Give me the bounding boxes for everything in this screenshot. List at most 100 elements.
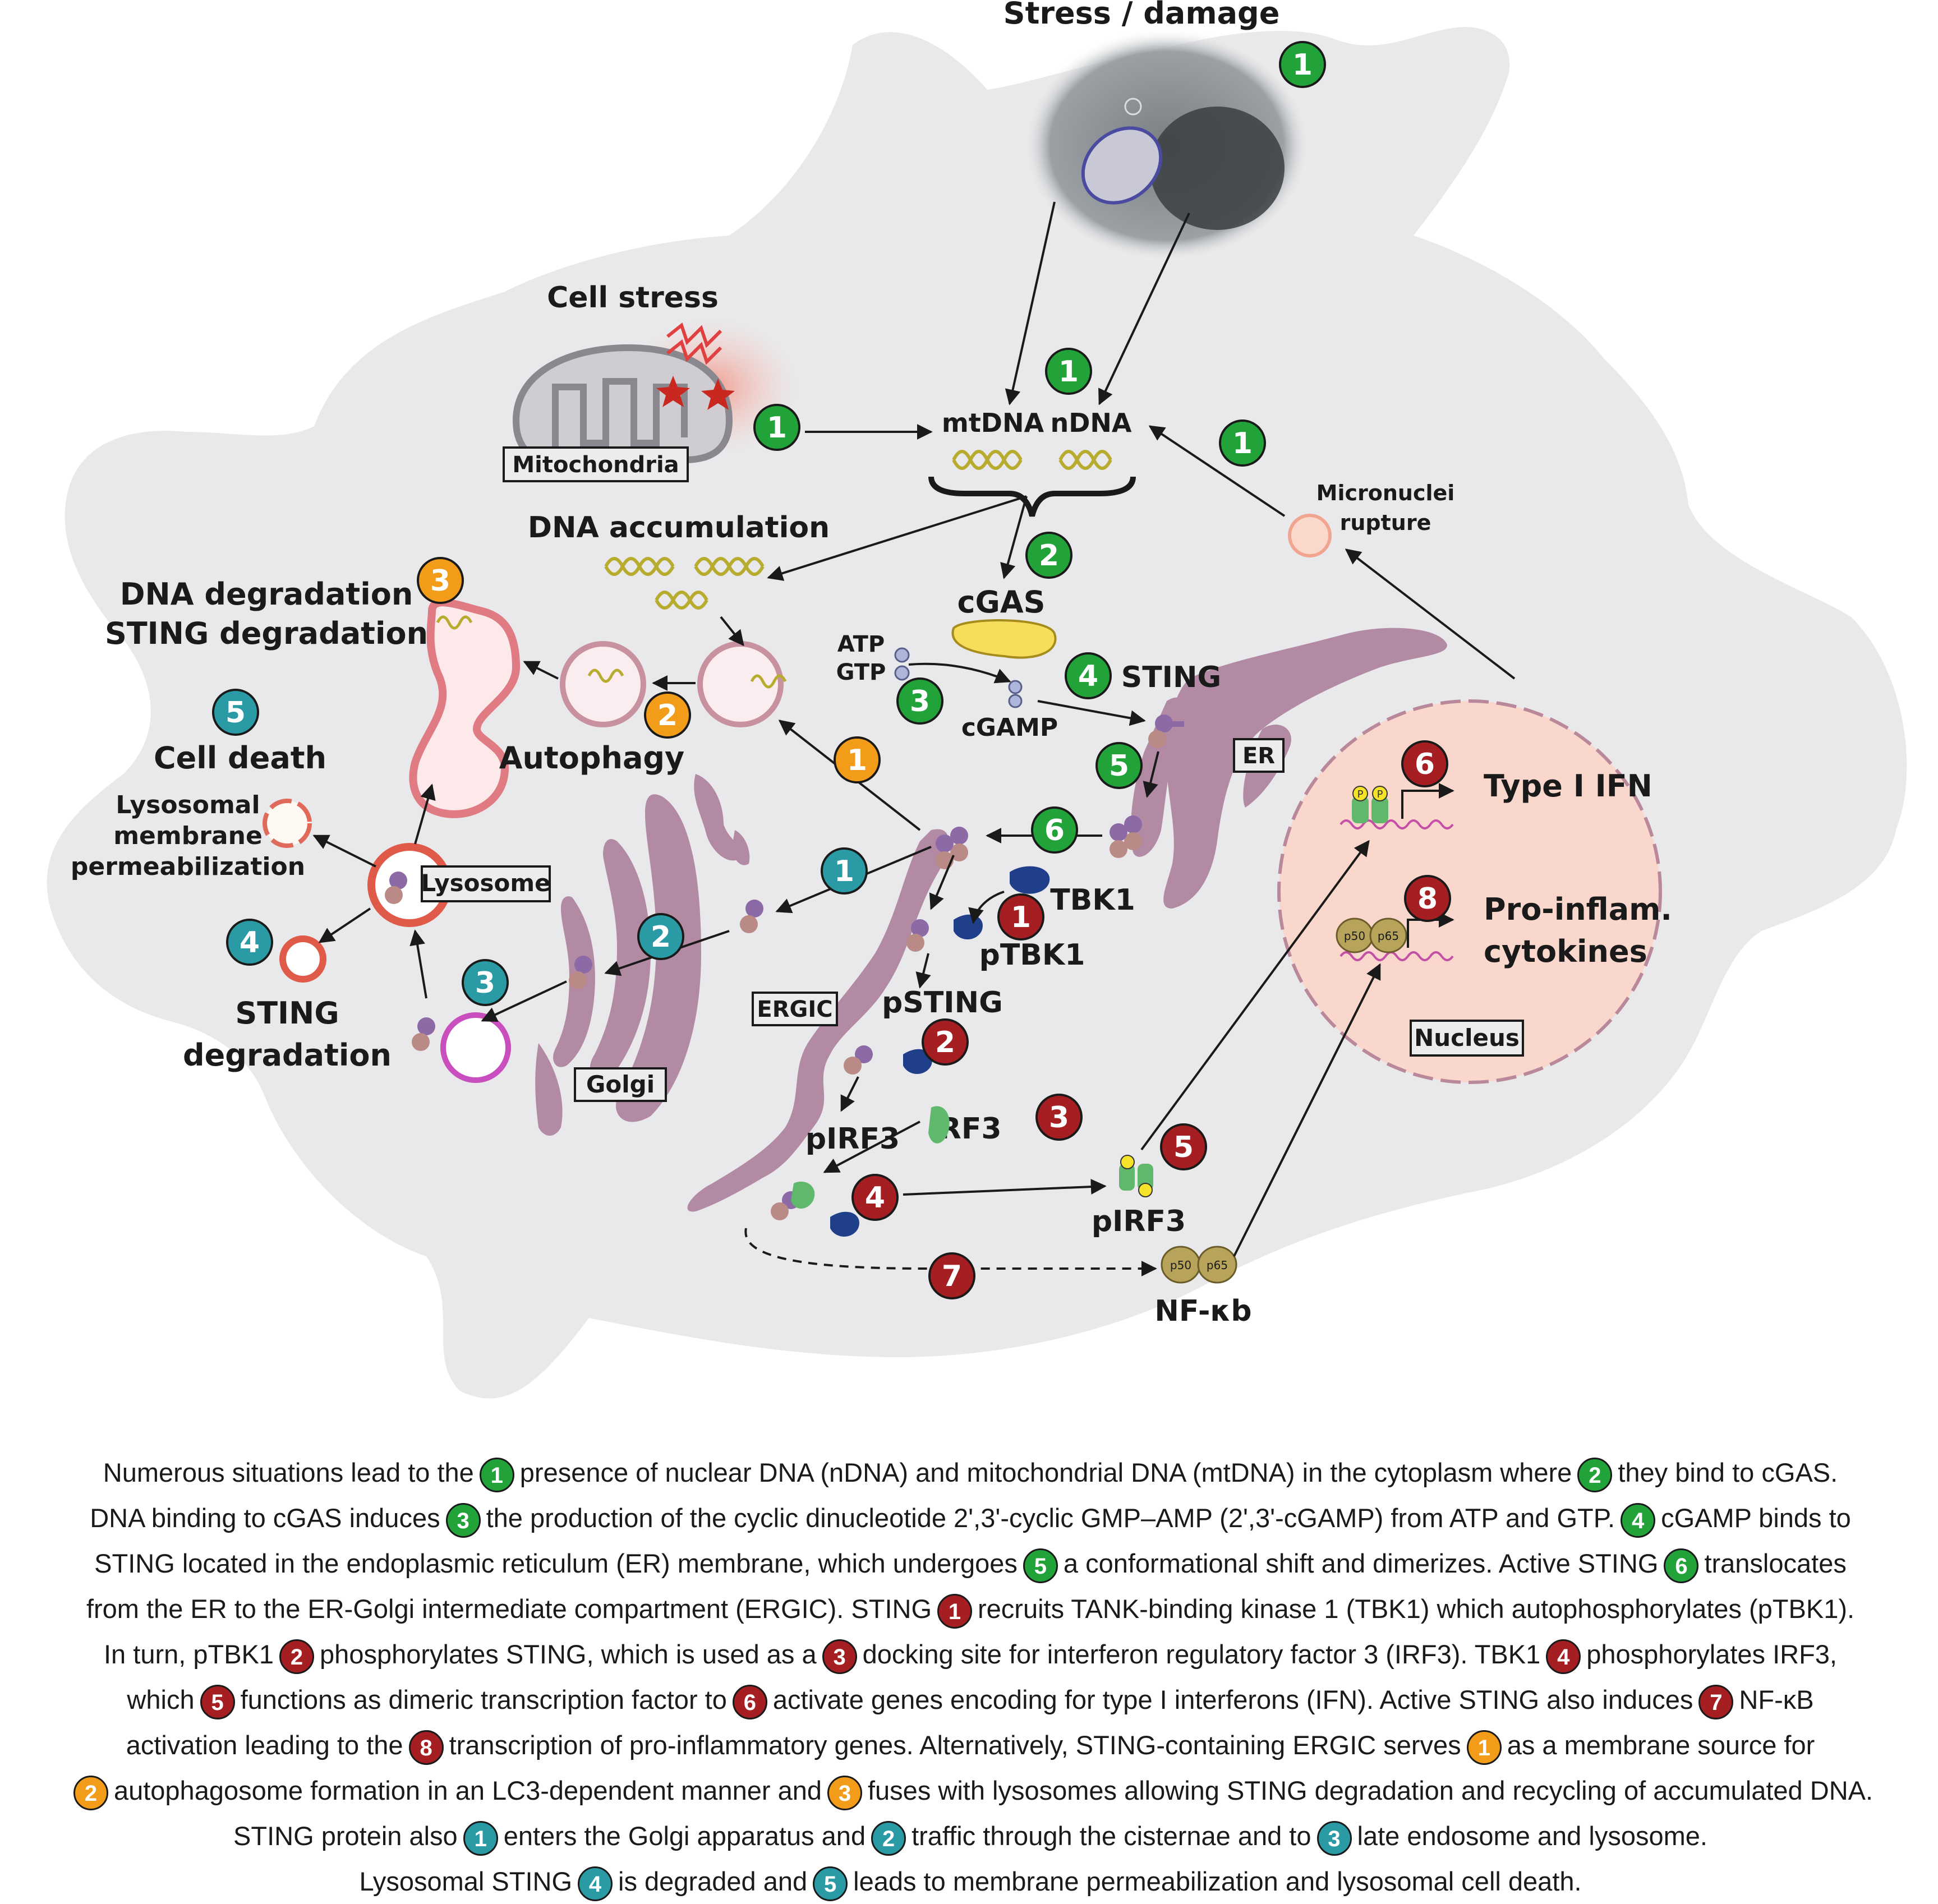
step-badge-r1: 1 [997,893,1044,941]
step-badge-number: 7 [942,1260,962,1293]
cytokine-gene-dna [1339,951,1454,961]
step-badge-number: 4 [1078,660,1098,693]
caption-text: docking site for interferon regulatory f… [862,1639,1541,1669]
caption-badge: 4 [1546,1639,1581,1674]
step-badge-g1-top: 1 [1279,41,1326,88]
step-badge-t3: 3 [462,959,509,1006]
p65-text: p65 [1378,929,1399,943]
cytokine-transcription-arrow [1407,912,1454,948]
caption-text: DNA binding to cGAS induces [90,1503,440,1533]
mitochondria-box [503,446,689,482]
caption-text: presence of nuclear DNA (nDNA) and mitoc… [519,1458,1572,1487]
step-badge-o2: 2 [644,691,691,739]
step-badge-number: 3 [1049,1101,1069,1135]
step-badge-number: 1 [1058,355,1079,389]
sting-dimer-icons [385,714,1184,1220]
autophagosome-1 [697,641,784,727]
label-nfkb: NF-κb [1154,1294,1251,1328]
step-badge-o1: 1 [834,736,881,783]
step-badge-g1-mid: 1 [1045,348,1092,395]
caption-text: which [127,1685,195,1714]
label-type1-ifn: Type I IFN [1484,768,1652,804]
step-badge-r6: 6 [1401,740,1448,787]
p50-text: p50 [1344,929,1365,943]
caption-text: recruits TANK-binding kinase 1 (TBK1) wh… [978,1594,1855,1624]
irf3-icons [791,1106,1153,1209]
gtp-molecule [894,665,910,681]
dna-brace [928,476,1136,517]
pirf3-dimer-nucleus: P P [1352,786,1388,823]
caption-line-4: from the ER to the ER-Golgi intermediate… [34,1586,1907,1631]
ifn-gene-dna [1339,819,1454,829]
step-badge-number: 2 [651,920,671,954]
step-badge-number: 1 [1292,48,1313,82]
caption-text: STING located in the endoplasmic reticul… [94,1548,1018,1578]
p65-text: p65 [1207,1258,1228,1272]
ifn-transcription-arrow [1401,783,1454,819]
step-badge-number: 6 [1044,814,1065,847]
label-stress-damage: Stress / damage [1003,0,1280,31]
step-badge-t2: 2 [637,913,684,960]
step-badge-r3: 3 [1035,1094,1083,1141]
er-box [1233,738,1285,773]
caption-badge: 1 [463,1820,498,1856]
label-lmp-1: Lysosomal [116,791,260,819]
autolysosome-dna [436,615,473,630]
step-badge-number: 4 [865,1181,885,1215]
caption-text: the production of the cyclic dinucleotid… [486,1503,1615,1533]
cell-body [47,27,1907,1399]
label-atp: ATP [837,631,885,657]
caption-text: transcription of pro-inflammatory genes.… [449,1730,1461,1760]
caption-badge: 8 [408,1730,444,1765]
cgas-enzyme [951,619,1057,659]
caption-badge: 4 [1621,1502,1656,1538]
cgamp-molecule [1008,680,1023,694]
caption-badge: 2 [871,1820,906,1856]
label-proinflam-2: cytokines [1484,934,1647,969]
phospho-mark [1138,1183,1153,1197]
cgamp-molecule [1008,694,1023,708]
caption-badge: 2 [1577,1457,1613,1492]
step-badge-number: 3 [430,564,450,598]
golgi-box [574,1067,667,1102]
pathway-arrows [312,201,1516,1276]
p-mark: P [1377,789,1383,800]
label-sting-deg-2: degradation [183,1038,392,1073]
step-badge-number: 2 [935,1026,955,1059]
step-badge-number: 5 [1109,749,1129,783]
caption-badge: 4 [578,1866,613,1901]
nucleus-box [1410,1020,1524,1057]
caption-badge: 2 [73,1775,108,1810]
p-mark: P [1357,789,1364,800]
step-badge-r5: 5 [1160,1123,1207,1170]
caption-text: leads to membrane permeabilization and l… [853,1866,1582,1896]
step-badge-r7: 7 [928,1252,975,1299]
nfkb-dimer-nucleus: p50 p65 [1336,918,1407,953]
step-badge-t4: 4 [226,919,273,966]
step-badge-number: 1 [767,411,787,445]
label-tbk1: TBK1 [1050,883,1135,917]
label-ndna: nDNA [1050,408,1131,438]
label-cell-stress: Cell stress [547,281,719,315]
label-mitochondria: Mitochondria [512,452,679,478]
caption-text: In turn, pTBK1 [104,1639,274,1669]
step-badge-t5: 5 [212,689,259,736]
step-badge-g1-left: 1 [753,404,800,451]
label-proinflam-1: Pro-inflam. [1484,892,1672,927]
label-cell-death: Cell death [154,740,326,776]
caption-text: enters the Golgi apparatus and [503,1821,866,1851]
label-golgi: Golgi [586,1071,655,1098]
caption-badge: 6 [1664,1548,1699,1583]
permeabilized-lysosome [263,799,312,848]
label-autophagy: Autophagy [499,740,685,776]
caption-text: a conformational shift and dimerizes. Ac… [1063,1548,1659,1578]
caption-text: phosphorylates IRF3, [1586,1639,1837,1669]
caption-text: functions as dimeric transcription facto… [240,1685,727,1714]
caption-text: Lysosomal STING [359,1866,573,1896]
micronucleus [1288,514,1332,557]
